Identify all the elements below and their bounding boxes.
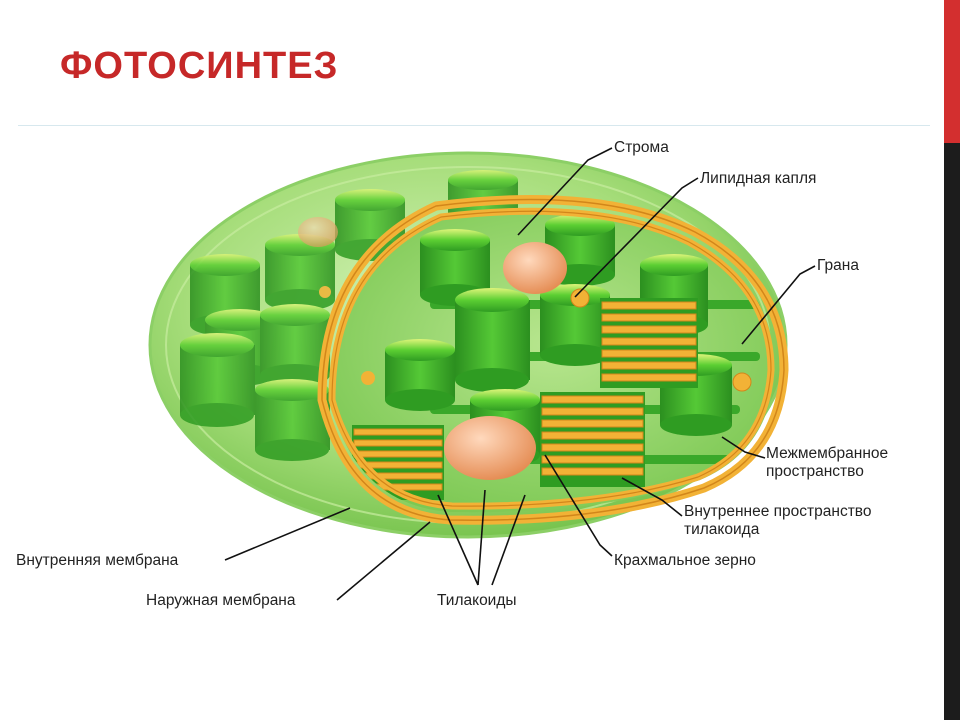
- slide-title: ФОТОСИНТЕЗ: [60, 45, 339, 87]
- label-granum: Грана: [817, 257, 859, 274]
- label-intermembrane-line1: Межмембранное: [766, 445, 888, 462]
- sliced-granum: [600, 298, 698, 388]
- edge-bar: [944, 0, 960, 720]
- label-starch-grain: Крахмальное зерно: [614, 552, 756, 569]
- lipid-droplet: [732, 372, 752, 392]
- label-inner-membrane: Внутренняя мембрана: [16, 552, 179, 569]
- title-divider: [18, 125, 930, 126]
- lipid-droplet: [570, 288, 590, 308]
- label-thylakoid-space-line2: тилакоида: [684, 521, 760, 538]
- label-intermembrane-line2: пространство: [766, 463, 864, 480]
- label-thylakoids: Тилакоиды: [437, 592, 517, 609]
- starch-grain: [503, 242, 567, 294]
- label-stroma: Строма: [614, 139, 669, 156]
- lipid-droplet: [361, 371, 375, 385]
- label-outer-membrane: Наружная мембрана: [146, 592, 296, 609]
- membrane-envelope: [317, 195, 789, 525]
- accent-bar: [944, 0, 960, 143]
- starch-grain: [444, 416, 536, 480]
- label-lipid-drop: Липидная капля: [700, 170, 816, 187]
- sliced-granum: [540, 392, 645, 487]
- label-thylakoid-space-line1: Внутреннее пространство: [684, 503, 871, 520]
- cutaway-interior: [330, 208, 775, 513]
- leader-lines: [224, 147, 816, 601]
- background-grana: [180, 170, 518, 461]
